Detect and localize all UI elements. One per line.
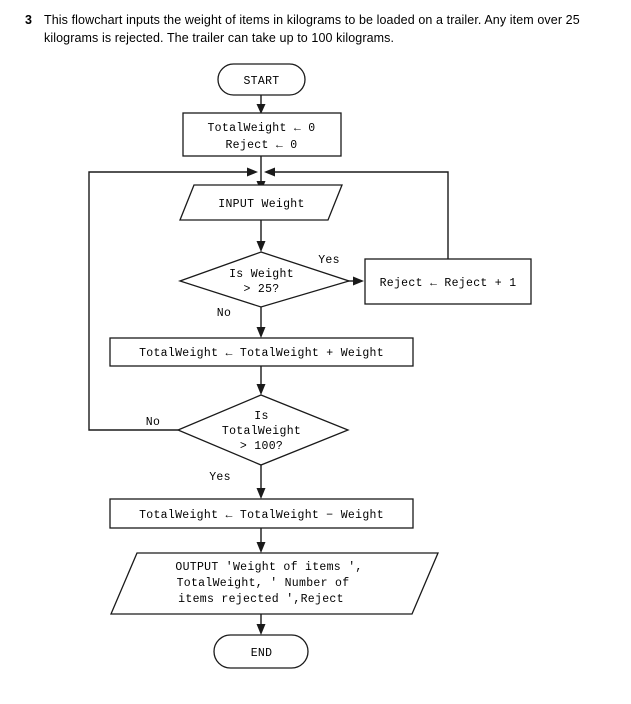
node-decision-weight-line1: Is Weight	[229, 268, 294, 281]
arrow-head-icon	[264, 167, 275, 177]
node-decision-weight-line2: > 25?	[243, 283, 279, 296]
node-end-label: END	[251, 647, 273, 660]
question-text: This flowchart inputs the weight of item…	[44, 13, 580, 45]
node-start[interactable]: START	[217, 63, 306, 96]
arrow-head-icon	[256, 624, 266, 635]
arrow-head-icon	[353, 276, 364, 286]
connector-output-to-end	[256, 614, 266, 635]
arrow-head-icon	[247, 167, 258, 177]
node-start-label: START	[243, 75, 279, 88]
node-subtract[interactable]: TotalWeight ← TotalWeight − Weight	[109, 498, 414, 529]
connector-subtract-to-output	[256, 528, 266, 553]
node-decision-total[interactable]: Is TotalWeight > 100?	[176, 394, 350, 466]
arrow-head-icon	[256, 104, 266, 114]
node-init[interactable]: TotalWeight ← 0 Reject ← 0	[182, 112, 342, 157]
arrow-head-icon	[256, 488, 266, 499]
node-output[interactable]: OUTPUT 'Weight of items ', TotalWeight, …	[110, 552, 439, 615]
question-header: 3 This flowchart inputs the weight of it…	[0, 0, 631, 56]
node-accumulate[interactable]: TotalWeight ← TotalWeight + Weight	[109, 337, 414, 367]
node-output-line2: TotalWeight, ' Number of	[177, 577, 350, 590]
node-output-line3: items rejected ',Reject	[178, 593, 344, 606]
node-accumulate-label: TotalWeight ← TotalWeight + Weight	[139, 347, 384, 360]
node-decision-weight[interactable]: Is Weight > 25?	[177, 251, 352, 308]
connector-decision1-no-to-accumulate	[256, 307, 266, 338]
arrow-head-icon	[256, 327, 266, 338]
node-input-weight-label: INPUT Weight	[218, 198, 304, 211]
connector-accumulate-to-decision2	[256, 366, 266, 395]
connector-loop-right-reject	[264, 167, 449, 259]
node-input-weight[interactable]: INPUT Weight	[179, 184, 343, 221]
arrow-head-icon	[256, 384, 266, 395]
arrow-head-icon	[256, 542, 266, 553]
node-output-line1: OUTPUT 'Weight of items ',	[175, 561, 362, 574]
node-end[interactable]: END	[213, 634, 309, 669]
node-subtract-label: TotalWeight ← TotalWeight − Weight	[139, 509, 384, 522]
connector-input-to-decision1	[256, 220, 266, 252]
node-decision-total-line2: TotalWeight	[222, 425, 301, 438]
node-reject-increment[interactable]: Reject ← Reject + 1	[364, 258, 532, 305]
node-reject-increment-label: Reject ← Reject + 1	[380, 277, 517, 290]
branch-label-total-yes: Yes	[209, 471, 231, 484]
branch-label-weight-yes: Yes	[318, 254, 340, 267]
node-init-line2: Reject ← 0	[225, 139, 297, 152]
question-number: 3	[25, 13, 32, 27]
node-init-line1: TotalWeight ← 0	[207, 122, 315, 135]
branch-label-weight-no: No	[217, 307, 231, 320]
connector-start-to-init	[256, 94, 266, 114]
branch-label-total-no: No	[146, 416, 160, 429]
connector-loop-left-no	[88, 167, 258, 431]
node-decision-total-line1: Is	[254, 410, 268, 423]
arrow-head-icon	[256, 241, 266, 252]
node-decision-total-line3: > 100?	[240, 440, 283, 453]
connector-decision2-yes-to-subtract	[256, 465, 266, 499]
